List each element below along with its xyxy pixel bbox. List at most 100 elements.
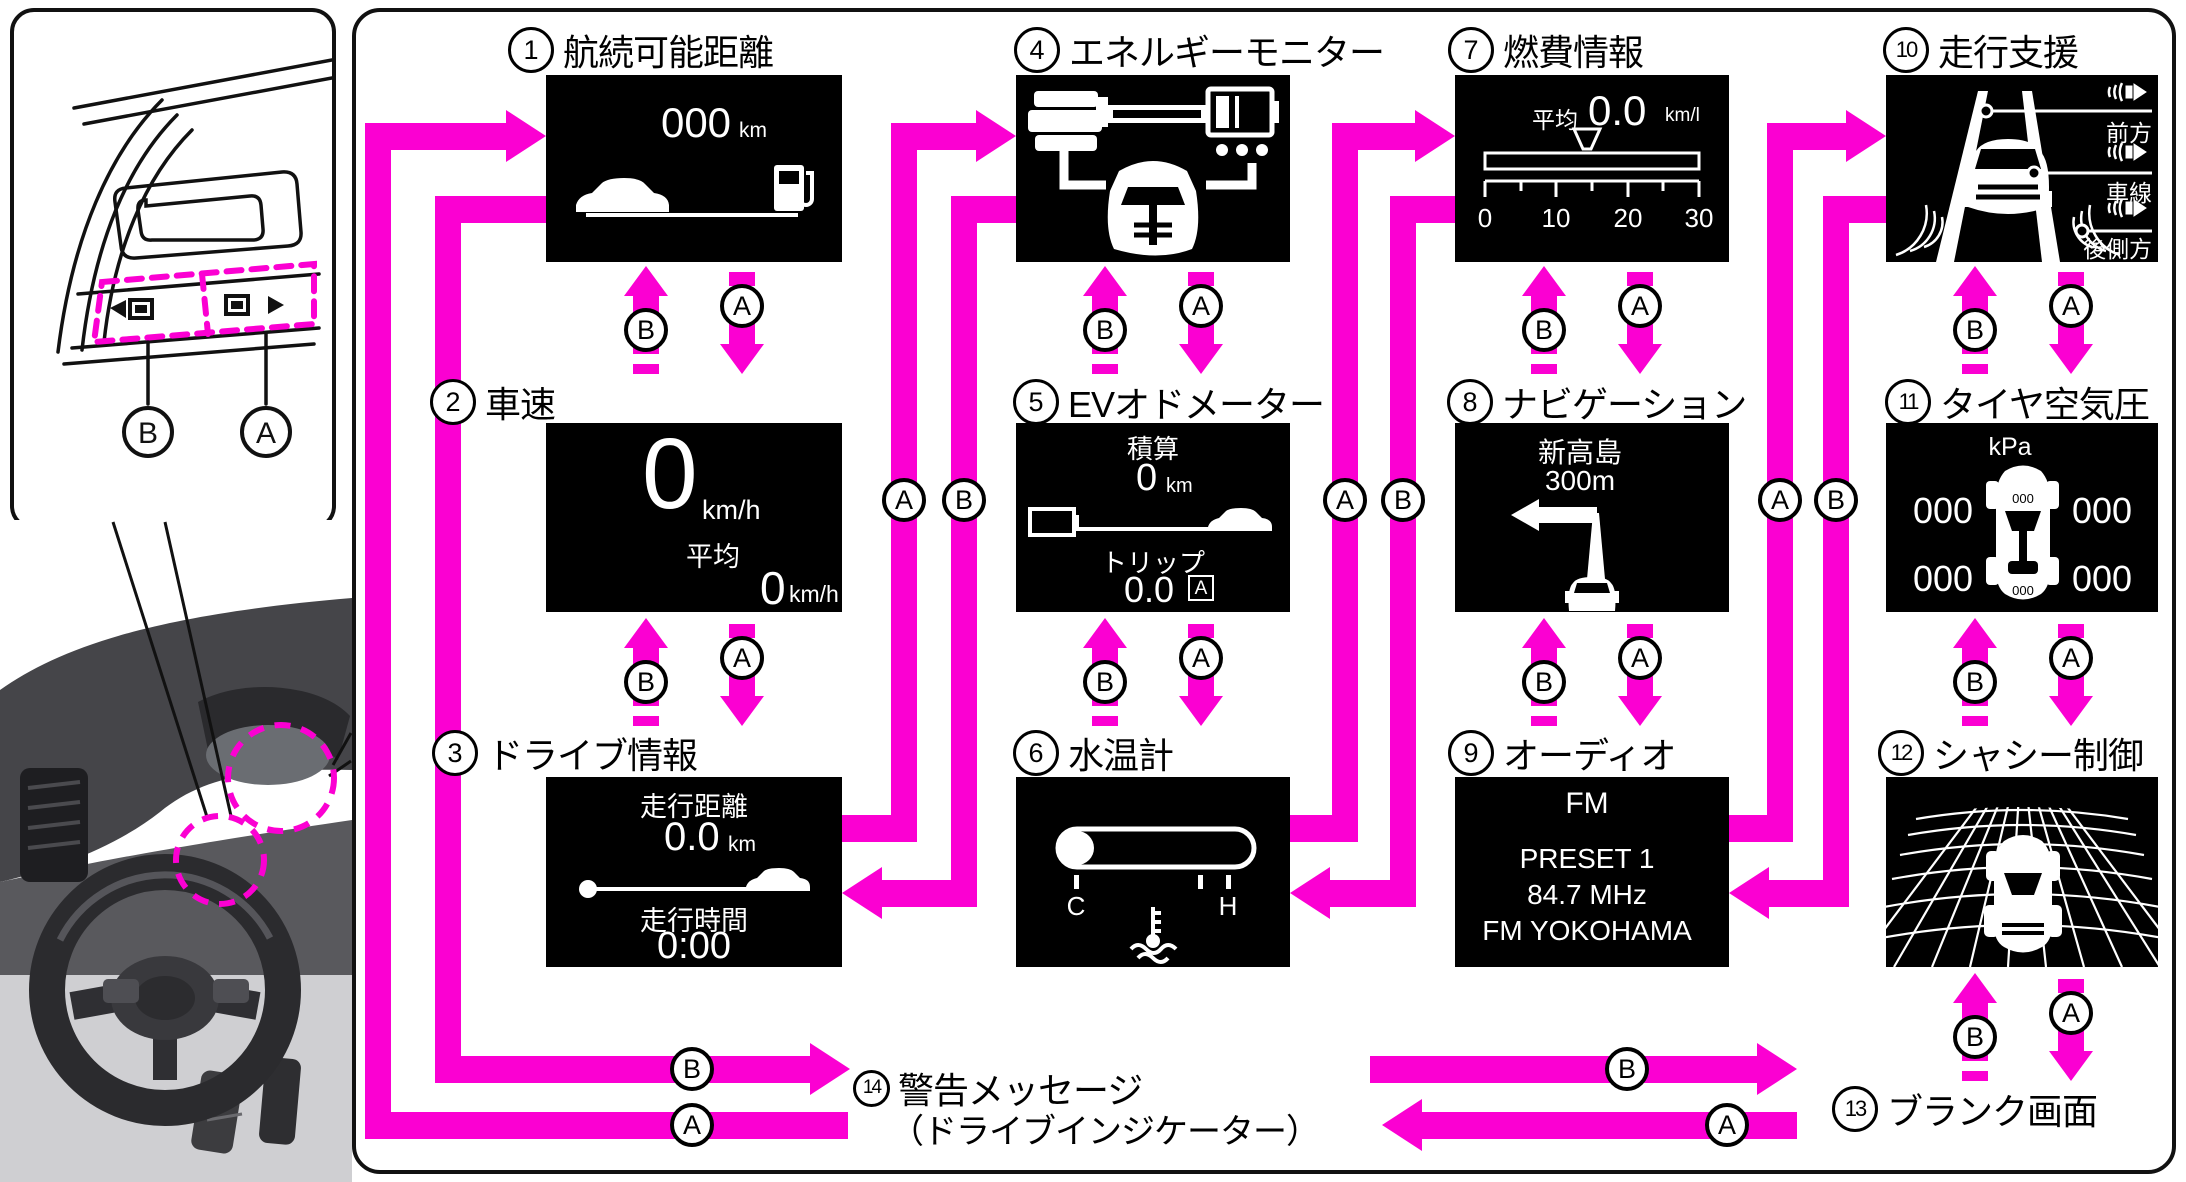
circled-number: 9 [1448, 730, 1494, 776]
b-step-badge: B [1605, 1047, 1649, 1091]
car-top-icon [1984, 835, 2062, 953]
screen-energy-monitor [1016, 75, 1290, 262]
pressure-front-right: 000 [2072, 490, 2132, 531]
sensor-icon [2107, 142, 2147, 162]
sensor-arcs-left [1895, 204, 1944, 257]
circled-number: 1 [508, 27, 554, 73]
ab-arrows: B A [1953, 266, 2093, 374]
speed-value: 0 [642, 423, 698, 530]
screen-ev-odometer: 積算 0 km トリップ 0.0 A [1016, 423, 1290, 612]
ab-arrows: B A [624, 266, 764, 374]
circled-number: 12 [1878, 730, 1924, 776]
flow-b-arrowhead [1757, 1043, 1797, 1095]
chassis-grid-graphic [1886, 777, 2158, 967]
flow-b-bar [951, 196, 977, 907]
pressure-rear-left: 000 [1913, 558, 1973, 599]
car-top-icon [1107, 161, 1199, 256]
range-value: 000 [660, 99, 732, 146]
ab-arrows: B A [1083, 266, 1223, 374]
circled-number: 4 [1014, 27, 1060, 73]
battery-icon [1205, 86, 1279, 138]
a-step-badge: A [1758, 478, 1802, 522]
switch-highlight-circle [173, 813, 267, 907]
avg-economy-unit: km/l [1665, 105, 1700, 126]
avg-label: 平均 [1532, 107, 1578, 133]
sensor-label-front: 前方 [2106, 120, 2152, 146]
ab-arrows: B A [1522, 266, 1662, 374]
economy-gauge-graphic: 0 10 20 30 [1478, 127, 1714, 233]
b-step-badge: B [1381, 478, 1425, 522]
left-switch-pod [103, 979, 139, 1003]
tire-pressure-graphic: kPa 000 000 000 000 000 000 [1913, 433, 2132, 600]
screen-label-14-sub: （ドライブインジケーター） [890, 1113, 1320, 1151]
flow-b-arrowhead [810, 1043, 850, 1095]
flow-b-arrowhead [842, 867, 882, 919]
coolant-temp-icon [1129, 907, 1178, 964]
fuel-pump-icon [774, 165, 814, 211]
flow-a-bar [1767, 123, 1846, 150]
flow-b-arrowhead [1729, 867, 1769, 919]
trip-label: トリップ [1100, 548, 1206, 578]
flow-b-bar [1370, 1056, 1757, 1083]
circled-number: 11 [1885, 379, 1931, 425]
flow-b-bottom-bar [435, 1056, 810, 1083]
screen-drive-info: 走行距離 0.0 km 走行時間 0:00 [546, 777, 842, 967]
trip-value: 0.0 [1124, 569, 1175, 610]
odometer-label: 積算 [1126, 434, 1180, 464]
tick-label: 10 [1542, 203, 1571, 233]
b-button-label: B [138, 417, 158, 450]
audio-station: FM YOKOHAMA [1482, 915, 1692, 946]
engine-icon [1028, 91, 1108, 151]
distance-value: 0.0 [664, 815, 720, 859]
flow-b-bar [1823, 196, 1849, 907]
energy-monitor-graphic [1028, 86, 1279, 256]
ab-arrows: B A [624, 618, 764, 726]
car-icon [1208, 508, 1272, 531]
flow-a-arrowhead [976, 110, 1016, 162]
pressure-rear-small: 000 [2012, 583, 2034, 598]
flow-b-bar [1769, 880, 1849, 907]
steering-wheel [29, 854, 301, 1126]
tick-label: 30 [1685, 203, 1714, 233]
screen-vehicle-speed: 0 km/h 平均 0 km/h [546, 423, 842, 612]
flow-a-return-bar [365, 123, 391, 1139]
ab-arrows: B A [1953, 973, 2093, 1081]
car-top-icon [1986, 465, 2059, 600]
ab-arrows: B A [1522, 618, 1662, 726]
prev-screen-button-icon [110, 298, 154, 320]
a-step-badge: A [882, 478, 926, 522]
car-icon [746, 868, 810, 891]
ab-arrows: B A [1083, 618, 1223, 726]
odometer-value: 0 [1136, 457, 1158, 499]
odometer-unit: km [1166, 475, 1193, 497]
b-step-badge: B [670, 1047, 714, 1091]
sensor-label-lane: 車線 [2106, 180, 2152, 206]
flow-b-bar [1330, 880, 1416, 907]
circled-number: 2 [430, 379, 476, 425]
car-rear-icon [1964, 139, 2052, 214]
pressure-front-small: 000 [2012, 491, 2034, 506]
avg-label: 平均 [686, 542, 740, 572]
screen-water-temp: C H [1016, 777, 1290, 967]
ab-arrows: B A [1953, 618, 2093, 726]
flow-a-arrowhead [1415, 110, 1455, 162]
car-rear-icon [1565, 577, 1619, 611]
screen-fuel-economy: 平均 0.0 km/l 0 10 20 30 [1455, 75, 1729, 262]
circled-number: 3 [432, 730, 478, 776]
switch-callout-box: B A [10, 8, 336, 530]
trip-mode-badge: A [1188, 575, 1214, 601]
tick-label: 20 [1614, 203, 1643, 233]
tick-label: 0 [1478, 203, 1492, 233]
flow-b-top-bar [435, 196, 546, 223]
time-label: 走行時間 [640, 906, 748, 936]
switch-highlight-outline [90, 260, 317, 346]
driving-support-graphic: 前方 車線 後側方 [1895, 82, 2152, 262]
